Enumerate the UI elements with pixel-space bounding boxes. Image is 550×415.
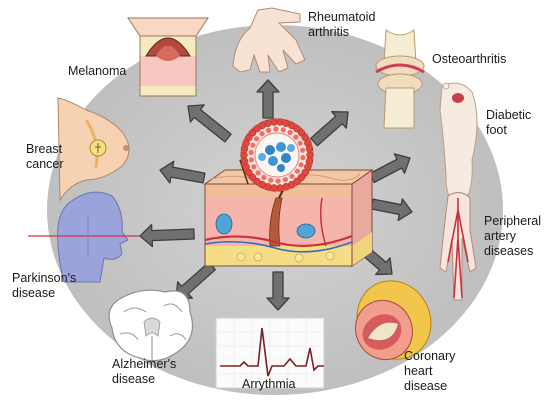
nanoparticle-bead [294, 168, 300, 174]
nanoparticle-bead [254, 136, 260, 142]
skin-block-illustration [203, 159, 374, 267]
nanoparticle-bead [264, 119, 272, 127]
arrow-to-diabetic-foot [369, 153, 411, 184]
nanoparticle-bead [301, 168, 309, 177]
nanoparticle-bead [297, 173, 306, 181]
nanoparticle-bead [253, 177, 261, 185]
nanoparticle-bead [300, 147, 306, 153]
nanoparticle-bead [289, 173, 295, 179]
label-alzheimers-disease: Alzheimer's disease [112, 357, 177, 386]
nanoparticle-bead [275, 178, 281, 184]
hand-illustration [232, 7, 306, 73]
nanoparticle-bead [282, 183, 290, 191]
nanoparticle-bead [282, 177, 288, 183]
nanoparticle-bead [280, 127, 286, 133]
nanoparticle-bead [250, 142, 256, 148]
arrow-to-osteoarthritis [310, 111, 349, 147]
nanoparticle-bead [248, 157, 254, 163]
nanoparticle-bead [293, 177, 301, 185]
nanoparticle-bead [270, 184, 278, 192]
nanoparticle-illustration [240, 118, 314, 192]
nanoparticle-bead [240, 151, 248, 159]
nanoparticle-bead [287, 129, 293, 136]
ecg-illustration [215, 317, 325, 389]
label-arrythmia: Arrythmia [242, 377, 296, 391]
label-peripheral-artery-diseases: Peripheral artery diseases [484, 214, 541, 258]
label-coronary-heart-disease: Coronary heart disease [404, 349, 456, 393]
nanoparticle-bead [240, 157, 249, 165]
arrow-to-melanoma [187, 104, 232, 143]
arrow-to-peripheral-artery [370, 198, 413, 222]
nanoparticle-bead [298, 162, 304, 168]
nanoparticle-bead [258, 180, 266, 189]
nanoparticle-bead [245, 133, 253, 142]
label-parkinsons-disease: Parkinson's disease [12, 271, 77, 300]
nanoparticle-bead [276, 118, 284, 126]
label-diabetic-foot: Diabetic foot [486, 108, 532, 137]
arrow-to-arrythmia [266, 271, 290, 311]
nanoparticle-bead [300, 155, 306, 161]
nanoparticle-bead [293, 134, 299, 140]
breast-illustration [57, 97, 130, 202]
nanoparticle-bead [248, 149, 254, 155]
arrow-to-breast-cancer [159, 160, 206, 184]
nanoparticle-bead [288, 121, 296, 130]
nanoparticle-bead [255, 170, 261, 176]
label-melanoma: Melanoma [68, 64, 127, 78]
arrow-to-rheumatoid-arthritis [256, 79, 280, 119]
arrow-group [139, 79, 413, 311]
label-rheumatoid-arthritis: Rheumatoid arthritis [308, 10, 376, 39]
nanoparticle-bead [259, 131, 265, 137]
body-figure-illustration [439, 192, 477, 301]
nanoparticle-bead [268, 177, 274, 183]
label-breast-cancer: Breast cancer [26, 142, 64, 171]
arrow-to-parkinsons [139, 223, 195, 248]
nanoparticle-bead [297, 129, 306, 137]
nanoparticle-bead [297, 140, 303, 146]
nanoparticle-bead [266, 127, 272, 133]
nanoparticle-bead [293, 125, 301, 133]
head-illustration [28, 191, 140, 283]
melanoma-illustration [127, 17, 209, 97]
nanoparticle-bead [251, 164, 257, 170]
foot-illustration [439, 82, 478, 207]
nanoparticle-bead [261, 174, 267, 181]
nanoparticle-bead [253, 125, 261, 133]
nanoparticle-bead [248, 173, 257, 181]
nanoparticle-bead [273, 126, 279, 132]
label-osteoarthritis: Osteoarthritis [432, 52, 507, 66]
knee-joint-illustration [375, 29, 425, 129]
nanoparticle-bead [306, 151, 314, 159]
brain-illustration [108, 289, 193, 362]
artery-illustration [355, 280, 432, 361]
nanoparticle-bead [305, 145, 314, 153]
nanoparticle-bead [248, 129, 257, 137]
